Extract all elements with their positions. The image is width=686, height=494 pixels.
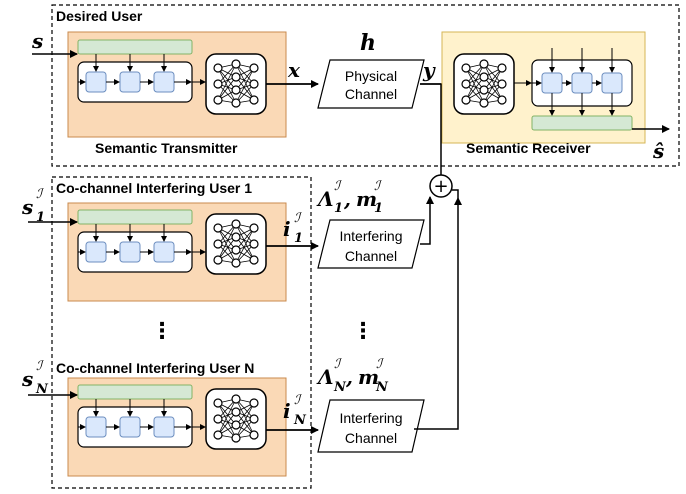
channel-h-symbol: h xyxy=(360,30,376,56)
cci-user-1-input-sup: ℐ xyxy=(36,187,44,202)
receiver-decoder xyxy=(526,48,632,130)
cci-user-n-output-sup: ℐ xyxy=(294,393,302,408)
desired-user-region xyxy=(51,4,680,167)
lambda-n-sub: N xyxy=(333,380,347,395)
m-n-sub: N xyxy=(375,380,389,395)
cci-user-1-output-symbol: i xyxy=(283,217,291,241)
cci-user-n-output-symbol: i xyxy=(283,399,291,423)
interfering-users-region xyxy=(51,176,312,489)
lambda-1-comma: , xyxy=(343,187,351,211)
cci-user-n-output-sub: N xyxy=(293,413,307,428)
cci-user-1-output-sub: 1 xyxy=(294,231,303,246)
semantic-transmitter-label: Semantic Transmitter xyxy=(95,140,238,156)
semantic-receiver-label: Semantic Receiver xyxy=(466,140,591,156)
interfering-channel-1-label-line2: Channel xyxy=(345,248,397,264)
tx-output-x-symbol: x xyxy=(287,58,301,82)
output-s-hat-symbol: ŝ xyxy=(652,139,664,163)
lambda-1-sup: ℐ xyxy=(334,179,342,194)
interfering-channel-1-box xyxy=(317,219,425,269)
lambda-1-symbol: Λ xyxy=(316,187,334,211)
cci-user-n-input-sup: ℐ xyxy=(36,359,44,374)
m-n-sup: ℐ xyxy=(376,357,384,372)
physical-channel-label-line2: Channel xyxy=(345,86,397,102)
cci-user-1-input-sub: 1 xyxy=(36,210,45,225)
channels-ellipsis: ⋮ xyxy=(352,319,374,344)
cci-user-n-nn-icon xyxy=(205,388,267,450)
desired-user-label: Desired User xyxy=(56,8,143,24)
cci-user-1-output-sup: ℐ xyxy=(294,211,302,226)
cci-user-n-label: Co-channel Interfering User N xyxy=(56,360,254,376)
cci-user-n-input-sub: N xyxy=(35,382,49,397)
transmitter-encoder xyxy=(78,40,192,102)
m-1-sub: 1 xyxy=(374,201,383,216)
interfering-channel-1-label-line1: Interfering xyxy=(339,228,402,244)
m-1-symbol: m xyxy=(356,187,377,211)
physical-channel-label-line1: Physical xyxy=(345,68,397,84)
users-ellipsis: ⋮ xyxy=(151,319,173,344)
m-n-symbol: m xyxy=(358,365,379,389)
lambda-n-symbol: Λ xyxy=(316,365,334,389)
cci-user-1-label: Co-channel Interfering User 1 xyxy=(56,180,252,196)
transmitter-nn-icon xyxy=(205,53,267,115)
m-1-sup: ℐ xyxy=(374,179,382,194)
interfering-channel-n-label-line2: Channel xyxy=(345,430,397,446)
lambda-n-sup: ℐ xyxy=(334,357,342,372)
cci-user-1-encoder xyxy=(78,210,192,272)
adder-symbol: + xyxy=(433,176,448,197)
cci-user-n-input-symbol: s xyxy=(21,367,33,391)
receiver-nn-icon xyxy=(453,53,515,115)
cci-user-n-encoder xyxy=(78,385,192,447)
lambda-n-comma: , xyxy=(345,365,353,389)
interfering-channel-n-box xyxy=(317,399,425,453)
lambda-1-sub: 1 xyxy=(334,201,343,216)
physical-channel-box xyxy=(317,59,425,109)
rx-input-y-symbol: y xyxy=(422,58,436,82)
input-s-symbol: s xyxy=(31,29,43,53)
interfering-channel-n-label-line1: Interfering xyxy=(339,410,402,426)
cci-user-1-nn-icon xyxy=(205,213,267,275)
cci-user-1-input-symbol: s xyxy=(21,195,33,219)
